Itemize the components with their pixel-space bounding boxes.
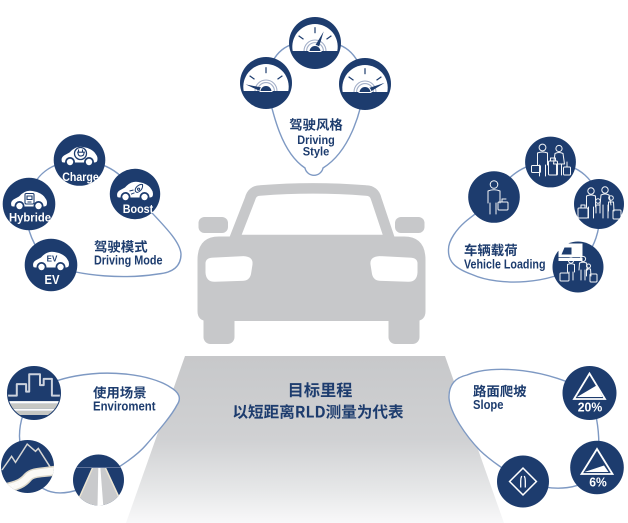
svg-text:Style: Style [303,145,330,159]
svg-text:Driving: Driving [297,133,335,147]
svg-text:Hybride: Hybride [9,211,51,225]
svg-text:Boost: Boost [123,202,154,216]
svg-text:Charge: Charge [62,170,99,184]
svg-text:Vehicle Loading: Vehicle Loading [464,258,546,272]
svg-text:20%: 20% [578,400,603,415]
svg-text:Slope: Slope [473,398,504,412]
svg-text:Driving Mode: Driving Mode [94,254,163,268]
svg-text:Enviroment: Enviroment [93,400,156,414]
svg-text:EV: EV [47,255,58,264]
svg-text:EV: EV [45,273,61,287]
svg-text:6%: 6% [589,475,607,490]
